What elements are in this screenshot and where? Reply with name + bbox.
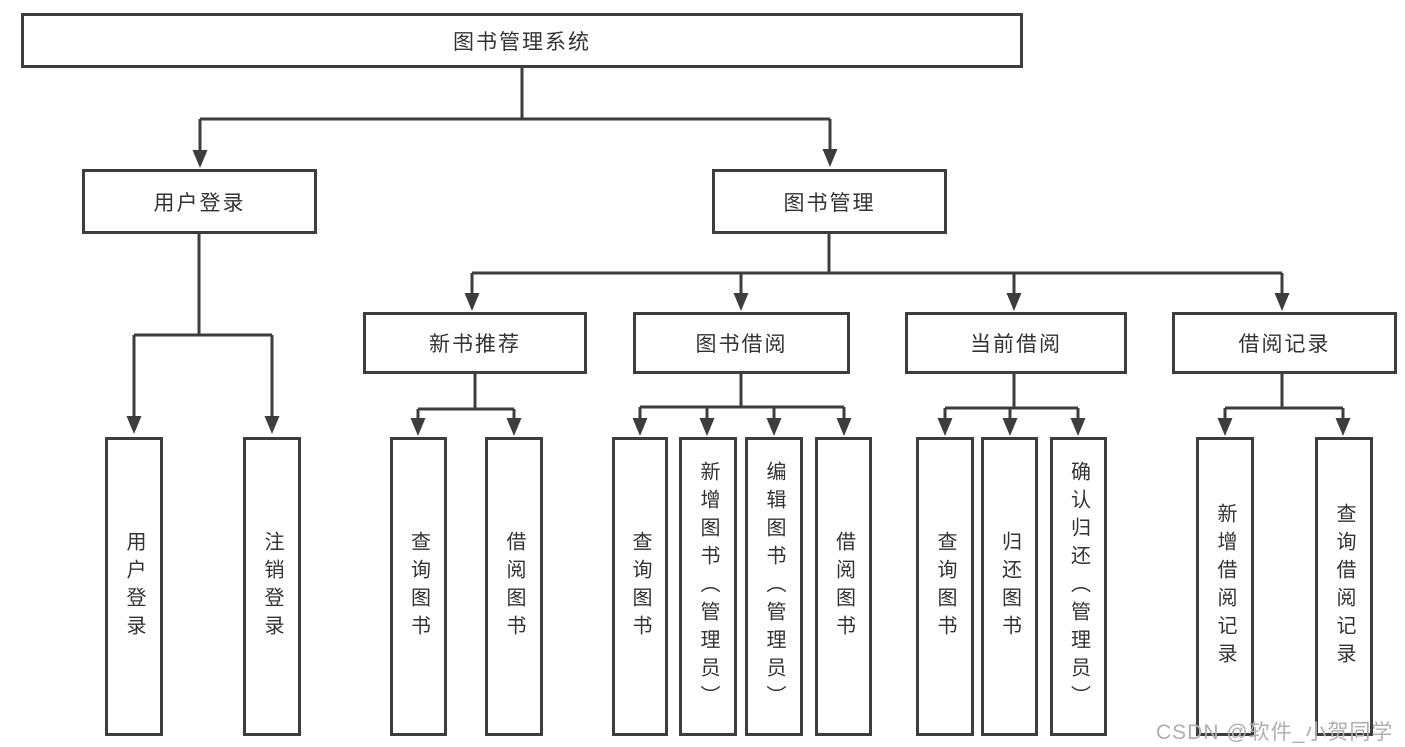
node-book-mgmt: 图书管理 xyxy=(712,169,947,234)
node-label: 归还图书 xyxy=(998,530,1021,643)
node-label: 新增图书（管理员） xyxy=(697,460,719,713)
node-label: 确认归还（管理员） xyxy=(1067,460,1090,713)
connector-book-borrow-group xyxy=(638,374,846,419)
arrowhead xyxy=(766,418,782,436)
connector-paths xyxy=(132,68,1345,419)
node-leaf-add-book-admin: 新增图书（管理员） xyxy=(679,437,737,736)
node-label: 新增借阅记录 xyxy=(1214,502,1236,671)
arrowhead xyxy=(1070,418,1086,436)
node-label: 用户登录 xyxy=(123,530,145,643)
node-leaf-edit-book-admin: 编辑图书（管理员） xyxy=(745,437,803,736)
node-label: 查询图书 xyxy=(934,530,956,643)
node-label: 当前借阅 xyxy=(970,333,1062,356)
node-leaf-confirm-return-admin: 确认归还（管理员） xyxy=(1050,437,1107,736)
arrowhead xyxy=(1006,293,1022,311)
node-leaf-query-book-borrow: 查询图书 xyxy=(612,437,668,736)
node-label: 注销登录 xyxy=(261,530,283,643)
node-label: 查询图书 xyxy=(407,530,430,643)
arrowhead xyxy=(632,418,648,436)
arrowhead xyxy=(1335,418,1351,436)
node-leaf-borrow-book: 借阅图书 xyxy=(815,437,872,736)
connector-borrow-record-group xyxy=(1223,374,1345,419)
arrowhead xyxy=(1274,293,1290,311)
arrowhead xyxy=(464,293,480,311)
node-leaf-return-book: 归还图书 xyxy=(981,437,1038,736)
node-root: 图书管理系统 xyxy=(21,13,1023,68)
arrowhead xyxy=(506,418,522,436)
node-label: 查询图书 xyxy=(629,530,651,643)
connector-user-login-group xyxy=(132,234,274,417)
node-leaf-add-borrow-record: 新增借阅记录 xyxy=(1196,437,1254,736)
node-book-borrow: 图书借阅 xyxy=(633,312,850,374)
node-leaf-query-book-rec: 查询图书 xyxy=(390,437,447,736)
connector-root xyxy=(198,68,832,151)
node-current-borrow: 当前借阅 xyxy=(905,312,1127,374)
node-leaf-query-borrow-record: 查询借阅记录 xyxy=(1315,437,1373,736)
node-label: 图书管理系统 xyxy=(453,30,591,54)
node-leaf-user-login: 用户登录 xyxy=(105,437,163,736)
arrowhead xyxy=(733,293,749,311)
arrowhead xyxy=(126,416,142,434)
arrowhead xyxy=(1002,418,1018,436)
connector-current-borrow-group xyxy=(943,374,1080,419)
watermark-text: CSDN @软件_小贺同学 xyxy=(1156,721,1394,744)
connector-book-mgmt-group xyxy=(470,234,1284,294)
arrowhead xyxy=(836,418,852,436)
node-label: 借阅记录 xyxy=(1238,333,1331,356)
node-label: 查询借阅记录 xyxy=(1333,502,1355,671)
node-leaf-query-book-current: 查询图书 xyxy=(916,437,974,736)
node-label: 图书借阅 xyxy=(695,333,788,356)
node-label: 图书管理 xyxy=(783,191,876,215)
arrowhead xyxy=(264,416,280,434)
arrowhead xyxy=(192,150,208,168)
node-label: 借阅图书 xyxy=(503,530,525,643)
node-label: 新书推荐 xyxy=(429,333,521,356)
arrowhead xyxy=(410,418,426,436)
node-user-login: 用户登录 xyxy=(82,169,317,234)
connector-new-book-group xyxy=(416,374,516,419)
arrowhead xyxy=(1217,418,1233,436)
arrowhead xyxy=(937,418,953,436)
node-leaf-borrow-book-rec: 借阅图书 xyxy=(485,437,543,736)
node-borrow-record: 借阅记录 xyxy=(1172,312,1397,374)
node-label: 用户登录 xyxy=(153,191,246,215)
arrowhead xyxy=(699,418,715,436)
arrowheads xyxy=(126,149,1351,436)
node-label: 编辑图书（管理员） xyxy=(763,460,785,713)
node-label: 借阅图书 xyxy=(832,530,855,643)
node-new-book-recommend: 新书推荐 xyxy=(363,312,587,374)
arrowhead xyxy=(822,149,838,167)
node-leaf-logout: 注销登录 xyxy=(243,437,301,736)
